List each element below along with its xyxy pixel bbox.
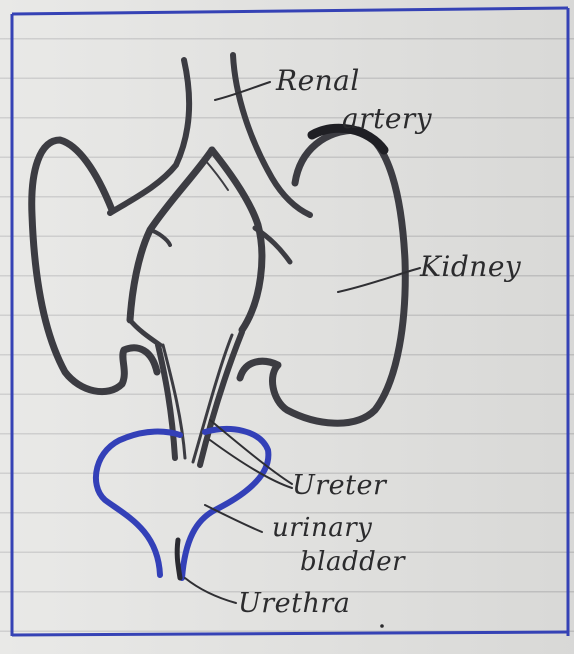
urinary-bladder	[96, 429, 268, 578]
kidney-label: Kidney	[419, 250, 522, 283]
ureter	[158, 332, 242, 465]
right-kidney	[240, 130, 405, 423]
renal-artery-label-line1: Renal	[275, 64, 360, 97]
renal-vessel-inner	[130, 150, 262, 345]
urinary-bladder-label-line1: urinary	[272, 513, 372, 543]
urethra	[177, 540, 180, 578]
ureter-label: Ureter	[292, 470, 388, 501]
renal-artery-label-line2: artery	[342, 102, 433, 135]
urethra-label: Urethra	[238, 588, 350, 619]
label-dot	[380, 624, 384, 628]
urinary-bladder-label-line2: bladder	[300, 547, 406, 577]
